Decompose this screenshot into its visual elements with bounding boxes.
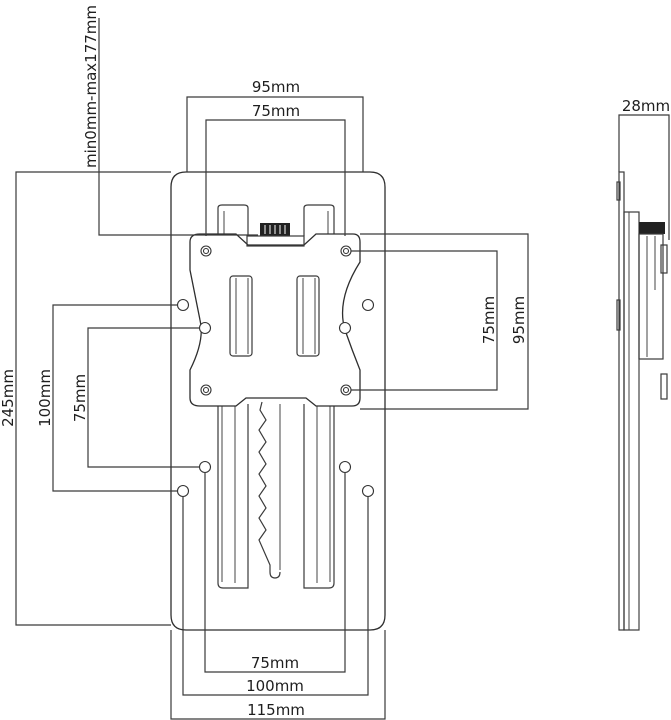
label-side-depth: 28mm — [622, 97, 670, 115]
label-left-total: 245mm — [0, 369, 17, 427]
slide-rails — [217, 204, 335, 589]
vesa-holes — [200, 245, 352, 396]
label-right-outer: 95mm — [510, 296, 528, 344]
label-adjust-range: min0mm-max177mm — [82, 5, 100, 168]
label-left-inner: 75mm — [71, 374, 89, 422]
vesa-plate — [189, 233, 361, 407]
adjustment-knob — [260, 223, 290, 236]
label-top-outer: 95mm — [252, 78, 300, 96]
label-top-inner: 75mm — [252, 102, 300, 120]
plate-holes — [176, 298, 375, 498]
label-right-inner: 75mm — [480, 296, 498, 344]
label-left-outer: 100mm — [36, 369, 54, 427]
dimension-lines — [15, 18, 670, 720]
side-view — [616, 171, 668, 631]
label-bottom-outer: 115mm — [247, 701, 305, 719]
label-bottom-middle: 100mm — [246, 677, 304, 695]
label-bottom-inner: 75mm — [251, 654, 299, 672]
